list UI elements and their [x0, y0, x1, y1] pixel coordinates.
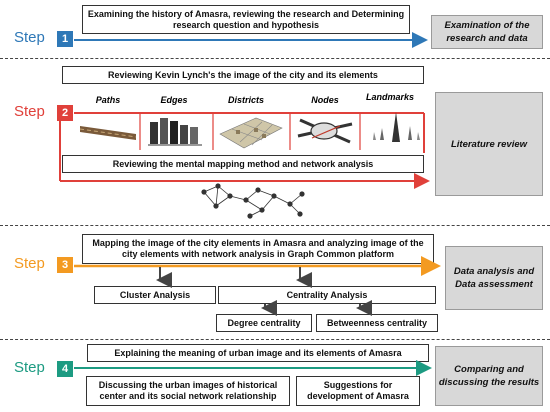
betweenness-centrality-box: Betweenness centrality: [316, 314, 438, 332]
step-2-top-box: Reviewing Kevin Lynch's the image of the…: [62, 66, 424, 84]
step-4-number: 4: [57, 361, 73, 377]
network-graph-image: [201, 183, 305, 219]
districts-image: [219, 117, 283, 149]
step-2-result: Literature review: [435, 92, 543, 196]
element-label-edges: Edges: [160, 95, 188, 105]
centrality-analysis-box: Centrality Analysis: [218, 286, 436, 304]
step-1-number: 1: [57, 31, 73, 47]
degree-centrality-box: Degree centrality: [216, 314, 312, 332]
step-4-label: Step: [14, 359, 45, 376]
step-2-bottom-box: Reviewing the mental mapping method and …: [62, 155, 424, 173]
step-3-number: 3: [57, 257, 73, 273]
step-3-label: Step: [14, 255, 45, 272]
element-label-districts: Districts: [227, 95, 264, 105]
edges-image: [148, 118, 202, 146]
step-1-label: Step: [14, 29, 45, 46]
section-divider: [0, 339, 550, 340]
step-4-discussing-box: Discussing the urban images of historica…: [86, 376, 290, 406]
nodes-image: [297, 118, 353, 144]
section-divider: [0, 225, 550, 226]
cluster-analysis-box: Cluster Analysis: [94, 286, 216, 304]
paths-image: [79, 126, 137, 140]
step-3-box: Mapping the image of the city elements i…: [82, 234, 434, 264]
step-2-number: 2: [57, 105, 73, 121]
step-1-result: Examination of the research and data: [431, 15, 543, 49]
step-4-box: Explaining the meaning of urban image an…: [87, 344, 429, 362]
step-4-result: Comparing and discussing the results: [435, 346, 543, 406]
step-1-box: Examining the history of Amasra, reviewi…: [82, 5, 410, 34]
step-4-suggestions-box: Suggestions for development of Amasra: [296, 376, 420, 406]
step-3-result: Data analysis and Data assessment: [445, 246, 543, 310]
landmarks-image: [373, 112, 420, 142]
section-divider: [0, 58, 550, 59]
element-label-paths: Paths: [95, 95, 121, 105]
element-label-landmarks: Landmarks: [365, 92, 415, 102]
step-2-label: Step: [14, 103, 45, 120]
element-label-nodes: Nodes: [311, 95, 339, 105]
